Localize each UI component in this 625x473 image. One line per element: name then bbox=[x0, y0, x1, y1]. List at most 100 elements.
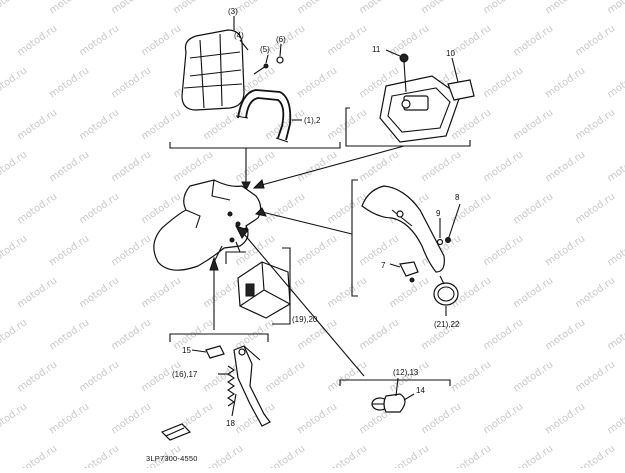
watermark-text: motod.ru bbox=[0, 65, 29, 100]
watermark-text: motod.ru bbox=[77, 23, 121, 58]
watermark-text: motod.ru bbox=[511, 23, 555, 58]
callout-7: 7 bbox=[381, 261, 386, 270]
watermark-text: motod.ru bbox=[325, 191, 369, 226]
watermark-text: motod.ru bbox=[139, 23, 183, 58]
watermark-text: motod.ru bbox=[263, 107, 307, 142]
watermark-text: motod.ru bbox=[0, 317, 29, 352]
spring-16 bbox=[218, 365, 235, 407]
watermark-text: motod.ru bbox=[77, 275, 121, 310]
watermark-text: motod.ru bbox=[109, 401, 153, 436]
watermark-text: motod.ru bbox=[47, 65, 91, 100]
watermark-text: motod.ru bbox=[201, 443, 245, 468]
watermark-text: motod.ru bbox=[449, 23, 493, 58]
watermark-text: motod.ru bbox=[357, 233, 401, 268]
watermark-text: motod.ru bbox=[511, 359, 555, 394]
rear-fender-bracket bbox=[361, 185, 445, 273]
callout-18: 18 bbox=[226, 419, 235, 428]
callout-12-13: (12),13 bbox=[393, 368, 419, 377]
watermark-text: motod.ru bbox=[295, 0, 339, 16]
callout-15: 15 bbox=[182, 346, 191, 355]
watermark-text: motod.ru bbox=[77, 443, 121, 468]
watermark-text: motod.ru bbox=[605, 317, 625, 352]
clip-7 bbox=[389, 261, 419, 283]
watermark-text: motod.ru bbox=[511, 107, 555, 142]
watermark-text: motod.ru bbox=[263, 359, 307, 394]
reflector-21 bbox=[433, 275, 459, 316]
watermark-text: motod.ru bbox=[481, 65, 525, 100]
watermark-text: motod.ru bbox=[387, 443, 431, 468]
watermark-text: motod.ru bbox=[109, 233, 153, 268]
watermark-text: motod.ru bbox=[15, 275, 59, 310]
callout-8: 8 bbox=[455, 193, 460, 202]
watermark-text: motod.ru bbox=[481, 317, 525, 352]
bolt-5 bbox=[253, 63, 269, 75]
watermark-text: motod.ru bbox=[573, 191, 617, 226]
watermark-text: motod.ru bbox=[109, 317, 153, 352]
watermark-text: motod.ru bbox=[573, 359, 617, 394]
watermark-text: motod.ru bbox=[325, 107, 369, 142]
watermark-text: motod.ru bbox=[511, 191, 555, 226]
plate-15 bbox=[191, 345, 225, 359]
watermark-text: motod.ru bbox=[0, 0, 29, 16]
watermark-text: motod.ru bbox=[419, 0, 463, 16]
watermark-text: motod.ru bbox=[325, 275, 369, 310]
watermark-text: motod.ru bbox=[605, 149, 625, 184]
watermark-text: motod.ru bbox=[543, 233, 587, 268]
callout-11: 11 bbox=[372, 45, 381, 54]
watermark-text: motod.ru bbox=[325, 359, 369, 394]
watermark-text: motod.ru bbox=[357, 149, 401, 184]
watermark-text: motod.ru bbox=[15, 443, 59, 468]
watermark-text: motod.ru bbox=[0, 401, 29, 436]
watermark-text: motod.ru bbox=[0, 233, 29, 268]
carrier-box bbox=[379, 75, 461, 143]
callout-4: (4) bbox=[234, 31, 244, 40]
footpad-small bbox=[160, 423, 192, 441]
watermark-text: motod.ru bbox=[511, 443, 555, 468]
callout-16-17: (16),17 bbox=[172, 370, 198, 379]
watermark-text: motod.ru bbox=[573, 107, 617, 142]
watermark-text: motod.ru bbox=[605, 0, 625, 16]
watermark-text: motod.ru bbox=[295, 149, 339, 184]
watermark-text: motod.ru bbox=[543, 149, 587, 184]
watermark-text: motod.ru bbox=[325, 23, 369, 58]
frame-body bbox=[153, 179, 262, 271]
watermark-text: motod.ru bbox=[139, 107, 183, 142]
watermark-text: motod.ru bbox=[605, 233, 625, 268]
watermark-text: motod.ru bbox=[543, 0, 587, 16]
watermark-text: motod.ru bbox=[47, 401, 91, 436]
watermark-text: motod.ru bbox=[47, 317, 91, 352]
callout-9: 9 bbox=[436, 209, 441, 218]
callout-19-20: (19),20 bbox=[292, 315, 318, 324]
watermark-text: motod.ru bbox=[357, 0, 401, 16]
watermark-text: motod.ru bbox=[139, 275, 183, 310]
watermark-text: motod.ru bbox=[47, 149, 91, 184]
callout-5: (5) bbox=[260, 45, 270, 54]
watermark-text: motod.ru bbox=[47, 233, 91, 268]
cap-11 bbox=[385, 49, 409, 93]
callout-21-22: (21),22 bbox=[434, 320, 460, 329]
watermark-text: motod.ru bbox=[0, 149, 29, 184]
watermark-text: motod.ru bbox=[449, 359, 493, 394]
watermark-text: motod.ru bbox=[543, 65, 587, 100]
watermark-text: motod.ru bbox=[543, 401, 587, 436]
watermark-text: motod.ru bbox=[109, 149, 153, 184]
watermark-text: motod.ru bbox=[47, 0, 91, 16]
callout-10: 10 bbox=[446, 49, 455, 58]
watermark-text: motod.ru bbox=[543, 317, 587, 352]
watermark-text: motod.ru bbox=[295, 401, 339, 436]
watermark-text: motod.ru bbox=[109, 65, 153, 100]
lens-14 bbox=[383, 393, 415, 413]
watermark-text: motod.ru bbox=[605, 401, 625, 436]
diagram-code: 3LP7300-4550 bbox=[146, 454, 198, 463]
watermark-text: motod.ru bbox=[109, 0, 153, 16]
watermark-text: motod.ru bbox=[15, 23, 59, 58]
callout-1-2: (1),2 bbox=[304, 116, 321, 125]
watermark-text: motod.ru bbox=[171, 149, 215, 184]
watermark-text: motod.ru bbox=[481, 401, 525, 436]
watermark-text: motod.ru bbox=[481, 233, 525, 268]
watermark-text: motod.ru bbox=[511, 275, 555, 310]
watermark-text: motod.ru bbox=[77, 359, 121, 394]
bolt-8 bbox=[445, 203, 461, 243]
